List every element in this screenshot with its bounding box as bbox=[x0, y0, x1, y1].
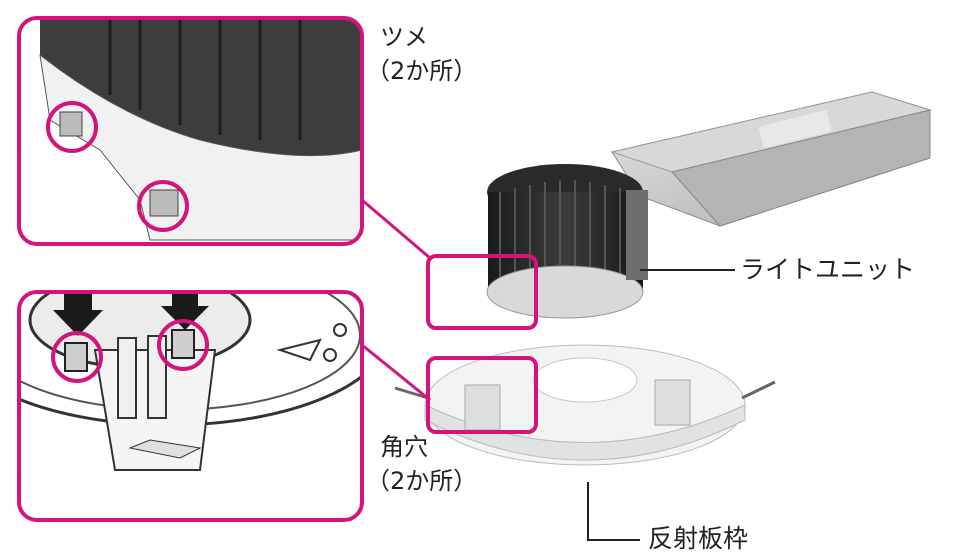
tsume-highlight-2 bbox=[137, 180, 189, 232]
callout-tsume bbox=[17, 16, 364, 246]
label-kakuana-count: （2か所） bbox=[366, 467, 478, 495]
light-unit-heatsink bbox=[486, 164, 648, 319]
highlight-box-reflector bbox=[426, 356, 538, 434]
label-tsume-count: （2か所） bbox=[366, 57, 478, 85]
label-tsume: ツメ bbox=[380, 23, 428, 51]
arrow-down-icon bbox=[161, 292, 209, 330]
arrow-down-icon bbox=[53, 294, 103, 336]
label-light-unit: ライトユニット bbox=[740, 255, 916, 284]
kakuana-highlight-2 bbox=[157, 319, 209, 371]
highlight-box-light-unit bbox=[426, 254, 538, 330]
label-reflector-frame: 反射板枠 bbox=[648, 524, 749, 553]
tsume-highlight-1 bbox=[46, 101, 98, 153]
connector-line-bottom bbox=[361, 343, 431, 402]
power-supply-unit bbox=[610, 91, 932, 227]
connector-line-top bbox=[361, 198, 431, 260]
reflector-frame bbox=[394, 344, 776, 466]
label-kakuana: 角穴 bbox=[380, 433, 428, 461]
leader-line-reflector bbox=[587, 482, 640, 541]
kakuana-highlight-1 bbox=[51, 331, 103, 383]
callout-kakuana bbox=[17, 290, 364, 522]
